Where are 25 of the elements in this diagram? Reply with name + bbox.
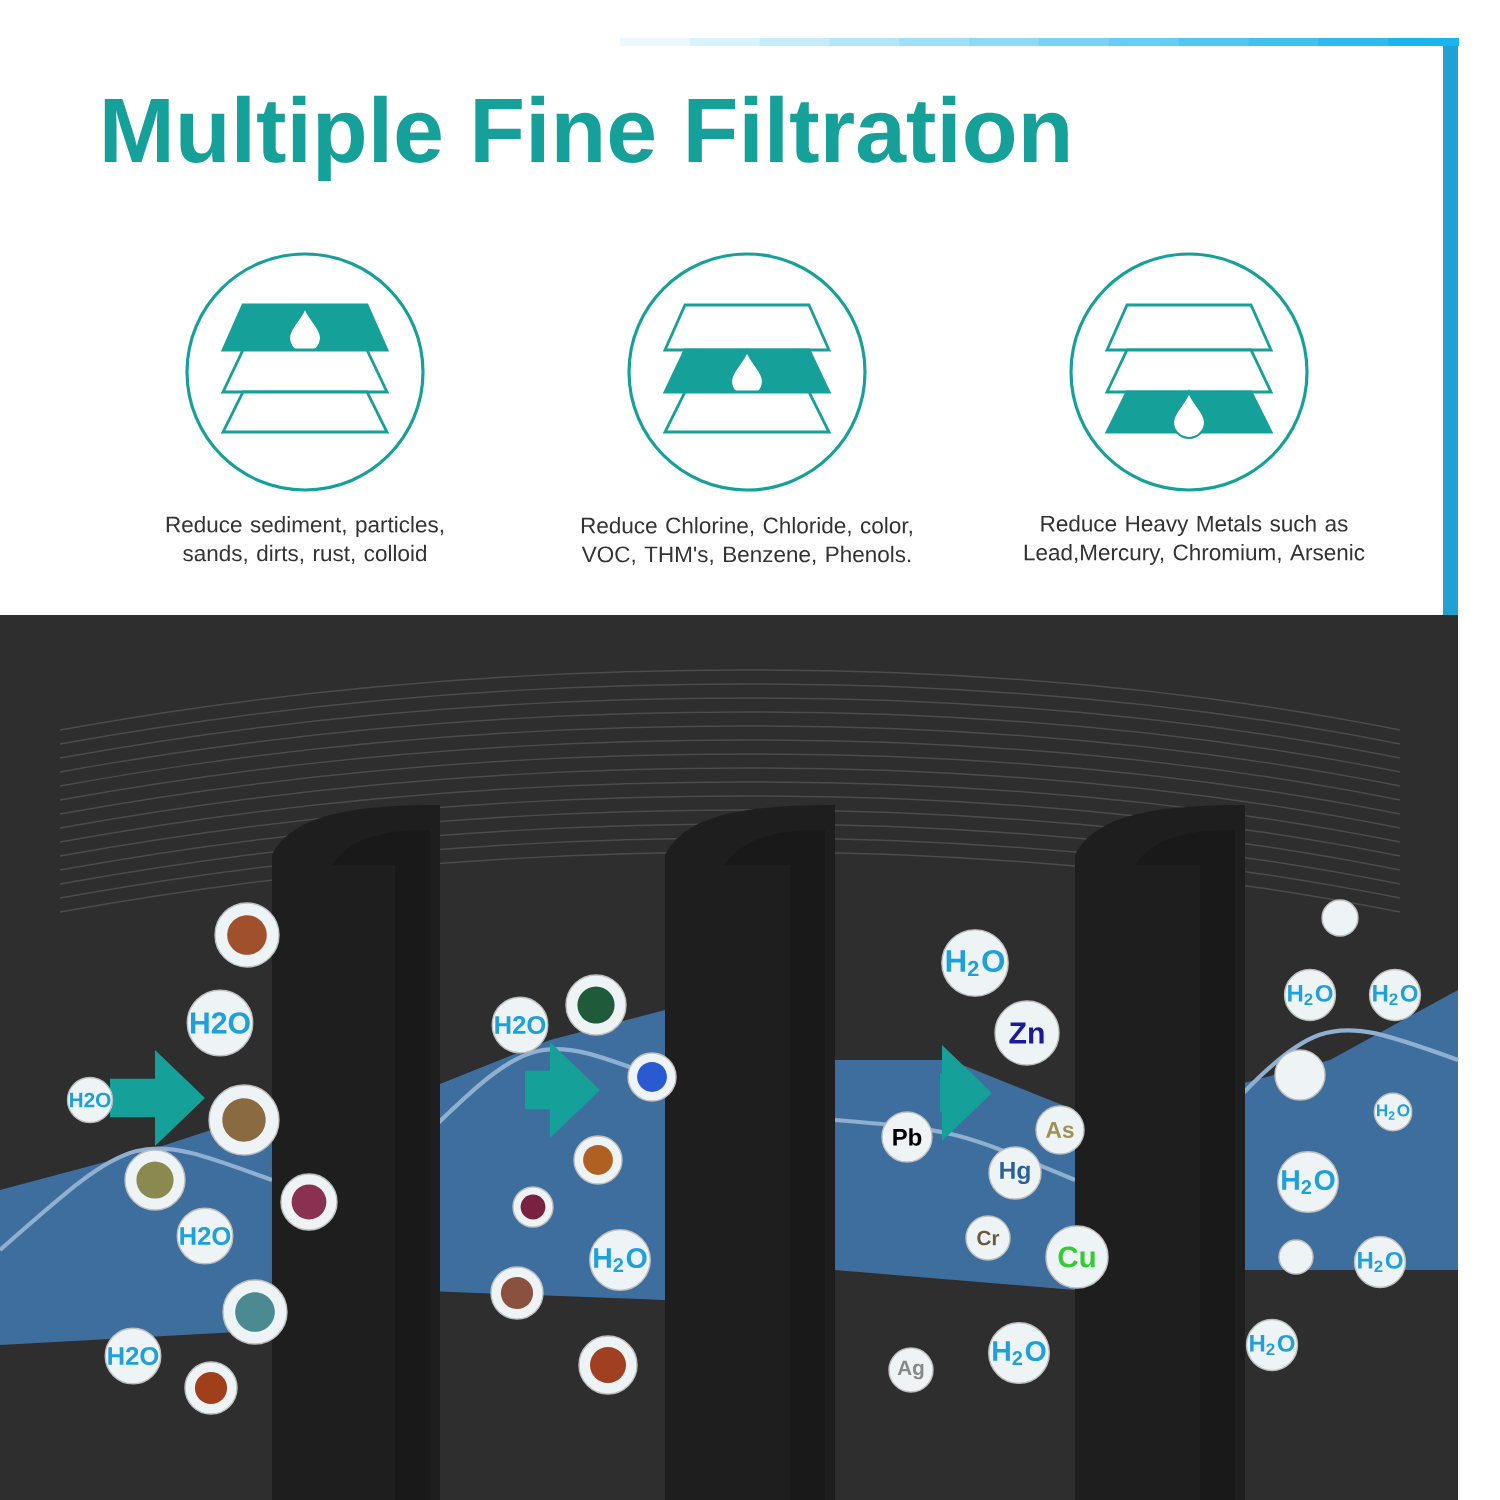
caption: Reduce Heavy Metals such as Lead,Mercury, Chromium, Arsenic xyxy=(1024,515,1365,565)
bubble-label: H$_{2}$O xyxy=(589,1229,651,1291)
bubble-label: H2O xyxy=(176,1207,234,1265)
bubble-label: H$_{2}$O xyxy=(1277,1151,1339,1213)
bubble-label: Ag xyxy=(888,1347,934,1393)
bubble-label: H2O xyxy=(66,1076,114,1124)
bubble-label: H2O xyxy=(491,996,549,1054)
bubble-label: Zn xyxy=(994,1000,1060,1066)
bubble-label: H$_{2}$O xyxy=(1245,1318,1299,1372)
bubble-label: H2O xyxy=(104,1327,162,1385)
bubble-label: H2O xyxy=(186,989,254,1057)
bubble-label: Cu xyxy=(1045,1225,1109,1289)
bubble-label: H$_{2}$O xyxy=(1373,1092,1413,1132)
bubble-label: H$_{2}$O xyxy=(988,1322,1050,1384)
bubble-label: Pb xyxy=(881,1111,933,1163)
bubble-label: H$_{2}$O xyxy=(1283,968,1337,1022)
title: Multiple Fine Filtration xyxy=(104,95,1068,181)
bubble-label: H$_{2}$O xyxy=(941,929,1009,997)
bubble-label: As xyxy=(1035,1105,1085,1155)
bubble-label: H$_{2}$O xyxy=(1368,968,1422,1022)
bubble-label: Cr xyxy=(965,1215,1011,1261)
bubble-label: Hg xyxy=(988,1146,1042,1200)
caption: Reduce Chlorine, Chloride, color, VOC, THM's, Benzene, Phenols. xyxy=(581,517,912,565)
caption: Reduce sediment, particles, sands, dirts, rust, colloid xyxy=(166,516,443,564)
bubble-label: H$_{2}$O xyxy=(1353,1235,1407,1289)
